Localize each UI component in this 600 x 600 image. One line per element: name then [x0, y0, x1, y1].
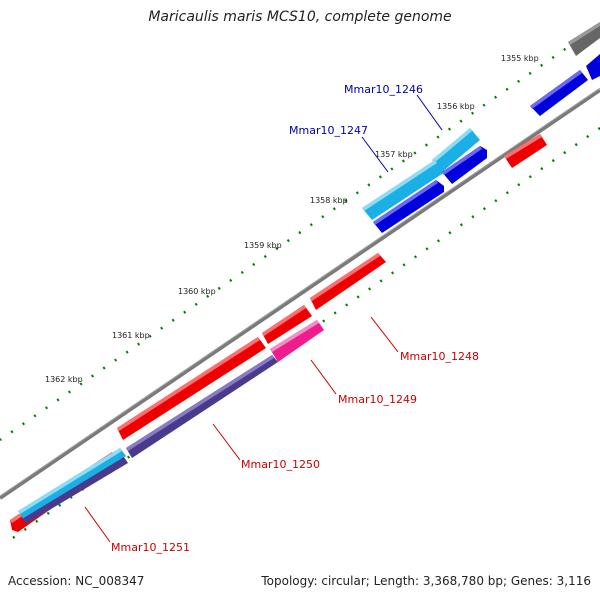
scale-label: 1355 kbp: [501, 54, 539, 63]
gene-mmar10-1250-rev[interactable]: [126, 355, 278, 458]
leader-mmar10-1247: [361, 136, 389, 173]
gene-gray-top[interactable]: [568, 22, 600, 56]
scale-label: 1356 kbp: [437, 102, 475, 111]
outer-tick-track: [0, 23, 600, 442]
gene-label-mmar10-1247[interactable]: Mmar10_1247: [289, 124, 368, 137]
leader-mmar10-1246: [416, 94, 443, 131]
gene-mmar10-1246[interactable]: [432, 128, 480, 172]
page-title: Maricaulis maris MCS10, complete genome: [148, 9, 452, 25]
gene-label-mmar10-1249[interactable]: Mmar10_1249: [338, 393, 417, 406]
gene-label-mmar10-1248[interactable]: Mmar10_1248: [400, 350, 479, 363]
scale-label: 1362 kbp: [45, 375, 83, 384]
gene-label-mmar10-1246[interactable]: Mmar10_1246: [344, 83, 423, 96]
gene-mmar10-1249-fwd[interactable]: [262, 305, 312, 344]
leader-mmar10-1250: [212, 423, 241, 461]
scale-label: 1359 kbp: [244, 241, 282, 250]
scale-label: 1358 kbp: [310, 196, 348, 205]
gene-mmar10-1251-rev[interactable]: [22, 457, 128, 524]
genome-backbone-highlight: [0, 87, 600, 497]
scale-label: 1361 kbp: [112, 331, 150, 340]
gene-mmar10-1248-a[interactable]: [310, 253, 386, 310]
gene-blue-1355[interactable]: [530, 54, 600, 116]
gene-mmar10-1250-fwd[interactable]: [117, 337, 266, 440]
leader-mmar10-1251: [84, 506, 111, 543]
gene-label-mmar10-1250[interactable]: Mmar10_1250: [241, 458, 320, 471]
gene-mmar10-1249-rev[interactable]: [270, 320, 324, 362]
accession-label: Accession: NC_008347: [8, 574, 145, 588]
genome-backbone: [0, 88, 600, 500]
gene-blue-1357[interactable]: [373, 180, 444, 233]
gene-red-small-right[interactable]: [504, 134, 547, 168]
gene-mmar10-1247[interactable]: [362, 160, 445, 220]
leader-mmar10-1249: [310, 359, 337, 395]
scale-label: 1357 kbp: [375, 150, 413, 159]
scale-label: 1360 kbp: [178, 287, 216, 296]
gene-label-mmar10-1251[interactable]: Mmar10_1251: [111, 541, 190, 554]
genome-summary: Topology: circular; Length: 3,368,780 bp…: [261, 574, 591, 588]
gene-mmar10-1251-cyan[interactable]: [18, 448, 126, 520]
gene-blue-1356[interactable]: [442, 146, 487, 184]
leader-mmar10-1248: [370, 316, 399, 353]
